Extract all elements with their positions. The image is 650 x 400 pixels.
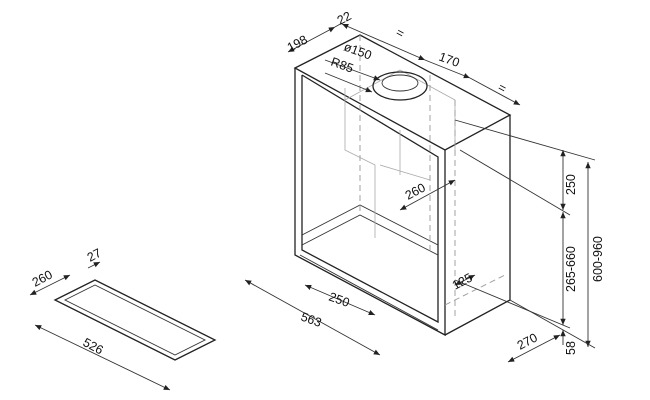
label-side-depth: 270 [515,330,540,352]
label-total-width: 563 [299,310,323,330]
label-chimney-width: 170 [437,50,461,70]
duct-opening [372,71,428,101]
label-total-height: 600-960 [591,236,605,282]
label-base-height: 58 [564,341,578,355]
label-top-depth: 198 [285,32,310,54]
label-duct-radius: R85 [329,55,355,76]
label-inner-offset: 125 [450,270,475,292]
label-cutout-depth: 260 [30,267,55,289]
label-cutout-width: 526 [81,335,106,357]
ceiling-cutout-panel [29,261,217,391]
label-equal-left: = [394,25,407,41]
label-inner-depth: 260 [403,180,428,202]
label-top-offset: 22 [335,9,354,28]
label-adjustable-height: 265-660 [564,246,578,292]
dimension-lines [244,22,596,363]
label-chimney-height: 250 [564,174,578,195]
label-cutout-offset: 27 [85,246,104,265]
label-equal-right: = [496,80,509,96]
hood-body [293,34,512,337]
label-inner-width: 250 [327,290,351,310]
